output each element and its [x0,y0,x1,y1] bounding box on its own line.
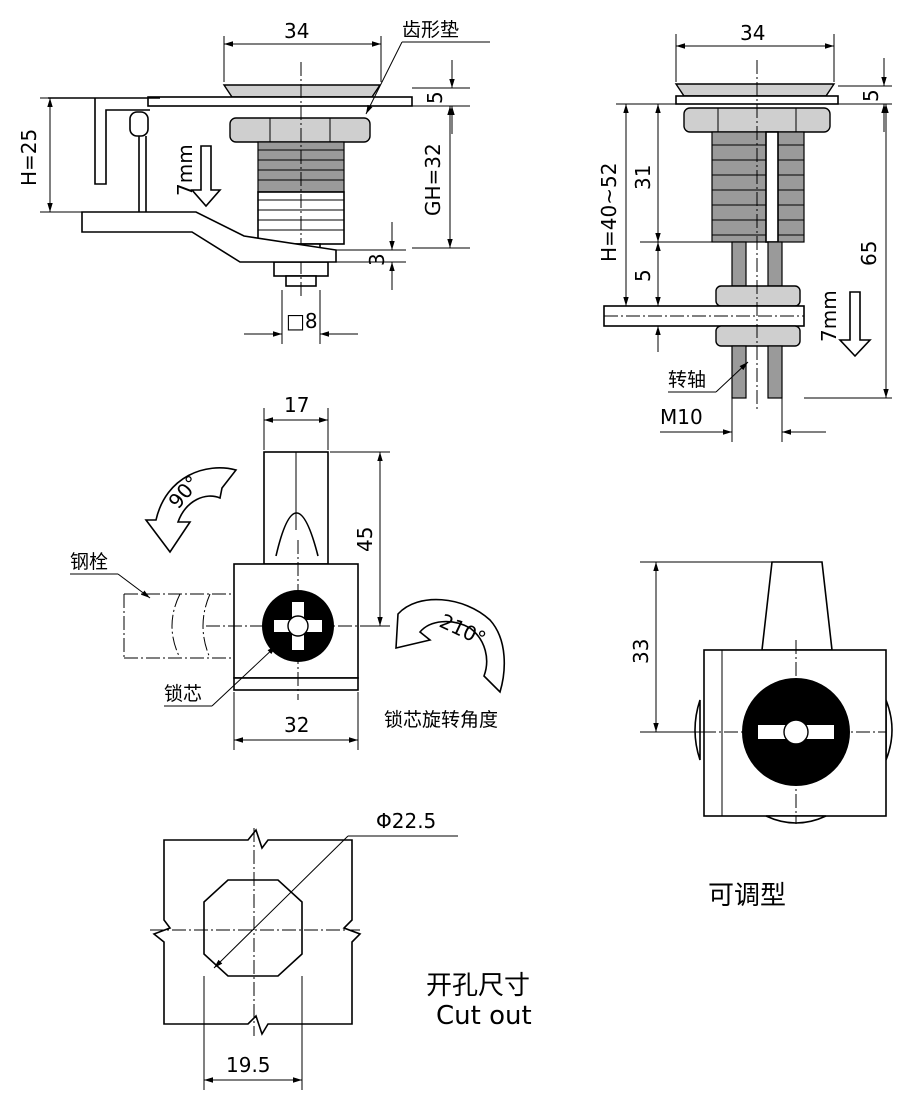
label-bolt: 钢栓 [70,551,108,573]
dim-washer-5: 5 [423,91,447,104]
dim-gh-32: GH=32 [421,143,445,216]
dim-washer-5-b: 5 [859,89,883,102]
dim-diameter: Φ22.5 [376,809,436,833]
caption-adjustable: 可调型 [708,881,786,911]
dim-h-40-52: H=40~52 [597,163,621,262]
label-shaft: 转轴 [668,369,706,391]
dim-cam-45: 45 [353,527,377,552]
dim-width-34-b: 34 [740,21,765,45]
label-washer: 齿形垫 [402,19,459,41]
dim-total-65: 65 [857,241,881,266]
dim-cam-17: 17 [284,393,309,417]
dim-body-32: 32 [284,713,309,737]
dim-height-33: 33 [629,639,653,664]
front-view-adjustable: 33 可调型 [629,561,893,911]
dim-m10: M10 [660,405,703,429]
label-core-rotation: 锁芯旋转角度 [384,709,498,731]
label-core: 锁芯 [164,683,202,705]
dim-h-25: H=25 [17,129,41,186]
travel-7mm-b: 7mm [817,290,841,342]
cutout-view: Φ22.5 19.5 开孔尺寸 Cut out [150,809,532,1090]
side-view-fixed: 34 齿形垫 5 H=25 7mm GH=32 3 □8 [17,19,490,344]
title-cutout-cn: 开孔尺寸 [426,971,530,1001]
title-cutout-en: Cut out [436,1001,532,1031]
dim-square-8: □8 [286,309,318,333]
dim-shaft-3: 3 [365,253,389,266]
front-view-fixed: 17 45 90° 210° 钢栓 锁芯 32 锁芯旋转角度 [70,393,506,750]
side-view-adjustable: 34 5 H=40~52 31 5 65 7mm 转轴 M10 [597,21,892,442]
dim-gap-5: 5 [631,269,655,282]
travel-7mm: 7mm [173,144,197,196]
dim-width-34: 34 [284,19,309,43]
dim-body-31: 31 [631,165,655,190]
dim-flat-19-5: 19.5 [226,1053,271,1077]
